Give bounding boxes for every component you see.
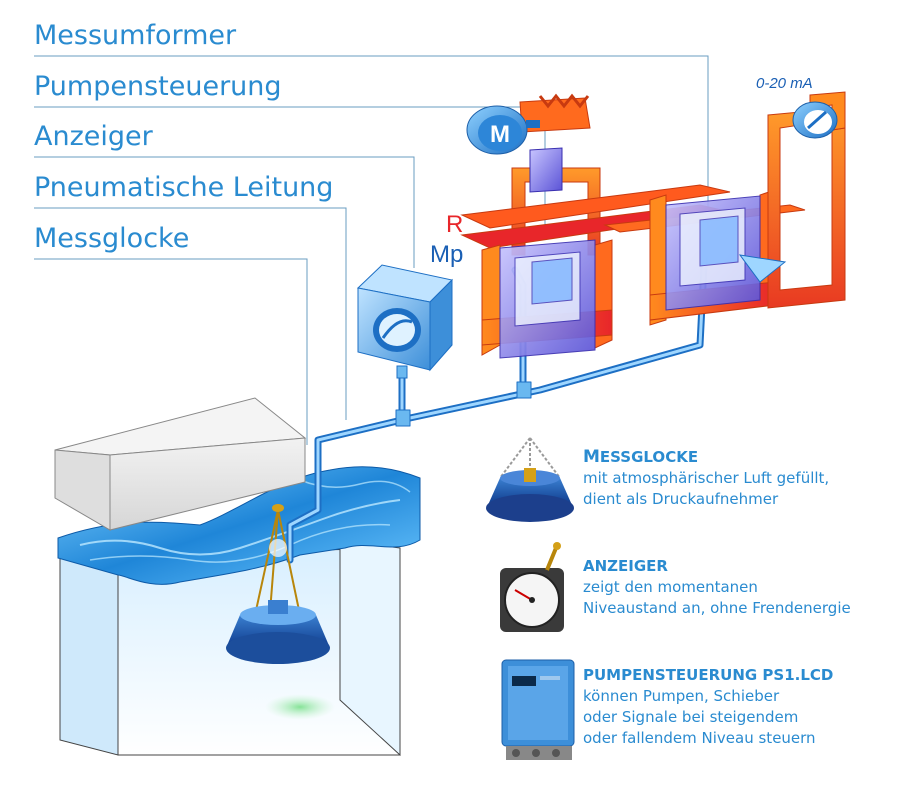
leader-anzeiger [34,156,415,268]
bell-sensor-icon [486,437,574,522]
legend-line: zeigt den momentanen [583,578,758,596]
legend-title-messglocke: MESSGLOCKE [583,447,829,468]
legend-line: oder fallendem Niveau steuern [583,729,816,747]
measuring-bell [226,504,330,664]
leader-messglocke [34,258,308,445]
legend-title-rest: ESSGLOCKE [599,448,699,466]
label-pneumatische-leitung: Pneumatische Leitung [34,172,334,203]
legend-line: mit atmosphärischer Luft gefüllt, [583,469,830,487]
legend-title-anzeiger: ANZEIGER [583,557,668,575]
legend-line: dient als Druckaufnehmer [583,490,779,508]
legend-line: können Pumpen, Schieber [583,687,780,705]
tag-mp: Mp [430,241,463,268]
motor: M [466,93,591,155]
legend-pumpensteuerung: PUMPENSTEUERUNG PS1.LCD können Pumpen, S… [583,665,833,749]
floor-reflection [265,694,335,720]
label-messglocke: Messglocke [34,223,190,254]
label-anzeiger: Anzeiger [34,121,153,152]
leader-pneumatische-leitung [34,207,347,420]
control-box-icon [501,659,575,760]
legend-title-initial: M [583,447,600,467]
leader-messumformer [34,55,709,232]
legend-line: Niveaustand an, ohne Frendenergie [583,599,851,617]
current-output-sensor [792,101,838,139]
concrete-slab [54,397,307,531]
pressure-gauge-icon [500,542,564,632]
water-surface [57,466,421,585]
legend-messglocke: MESSGLOCKE mit atmosphärischer Luft gefü… [583,447,829,510]
legend-line: oder Signale bei steigendem [583,708,799,726]
actuator-boxes [499,147,787,359]
tag-current: 0-20 mA [756,75,813,92]
indicator-box [356,264,454,379]
label-messumformer: Messumformer [34,20,237,51]
motor-letter: M [490,121,510,148]
legend-title-pumpensteuerung: PUMPENSTEUERUNG PS1.LCD [583,666,834,684]
label-pumpensteuerung: Pumpensteuerung [34,71,282,102]
legend-anzeiger: ANZEIGER zeigt den momentanen Niveaustan… [583,556,851,619]
tag-r: R [446,211,463,238]
